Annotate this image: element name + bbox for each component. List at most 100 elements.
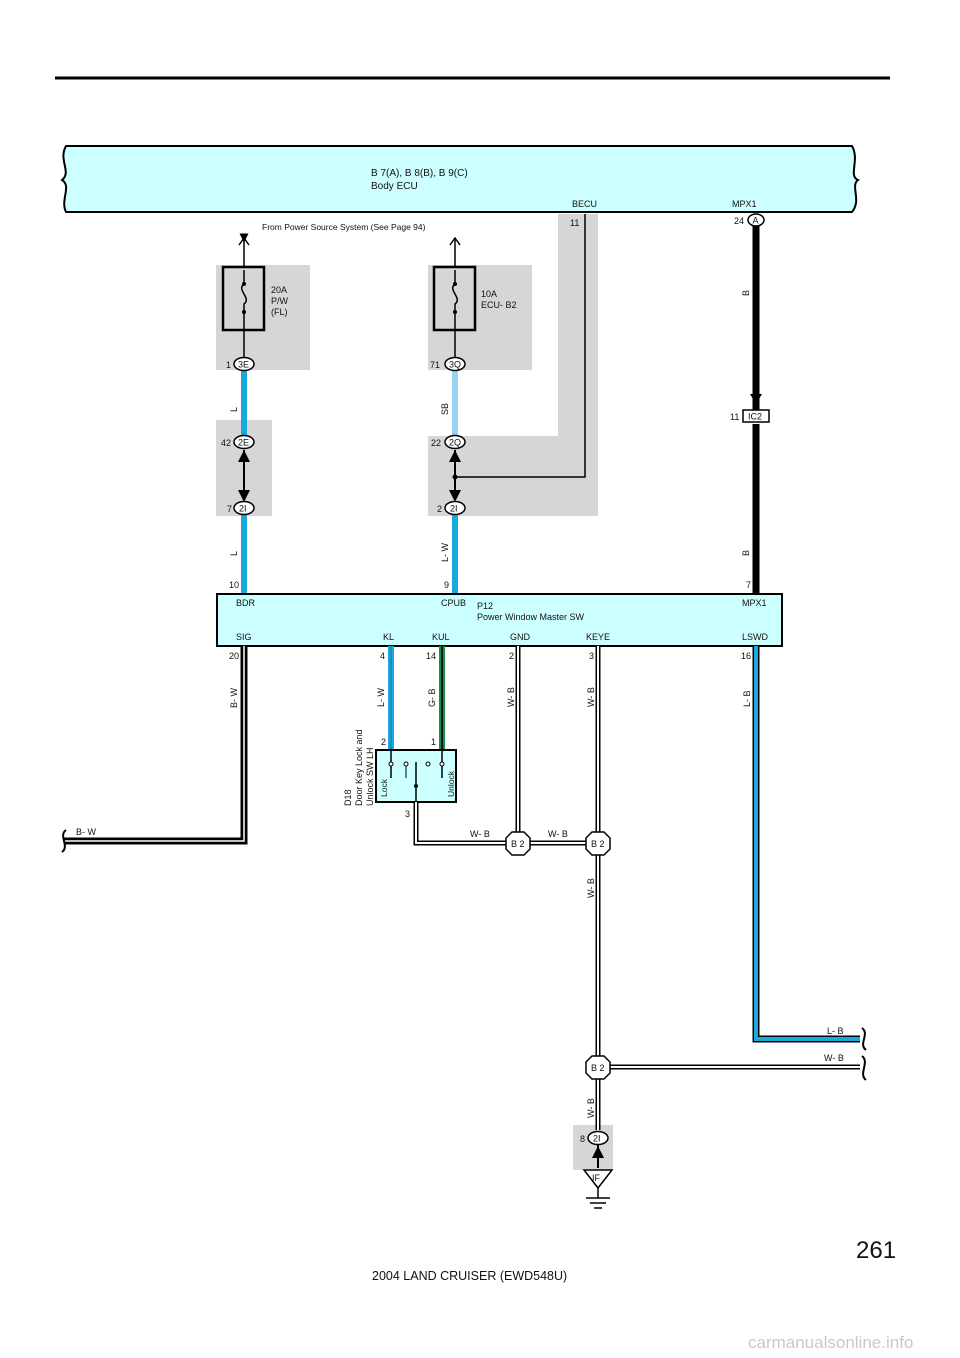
wire-becu — [455, 214, 586, 478]
ground-point-b2-right: B 2 — [585, 831, 611, 856]
pin-2i-left: 7 — [227, 504, 232, 514]
wire-label-b-upper: B — [741, 290, 751, 296]
fuse-right-name: ECU- B2 — [481, 300, 517, 310]
pin-keye: 3 — [589, 651, 594, 661]
wire-label-wb-sw: W- B — [470, 829, 490, 839]
wire-label-lw-lower: L- W — [376, 687, 386, 707]
door-switch-pin-3: 3 — [405, 809, 410, 819]
pin-lswd: 16 — [741, 651, 751, 661]
door-switch-pin-2: 2 — [381, 737, 386, 747]
connector-2q: 2Q — [444, 434, 466, 450]
wire-label-wb-end: W- B — [824, 1053, 844, 1063]
svg-text:3Q: 3Q — [449, 360, 461, 370]
terminal-keye: KEYE — [586, 632, 610, 642]
wire-label-bw: B- W — [229, 687, 239, 708]
terminal-gnd: GND — [510, 632, 531, 642]
ground-point-b2-bottom: B 2 — [585, 1055, 611, 1080]
master-switch-code: P12 — [477, 601, 493, 611]
terminal-sig: SIG — [236, 632, 252, 642]
pin-kul: 14 — [426, 651, 436, 661]
wire-end-bw — [61, 829, 67, 853]
fuse-right: 10A ECU- B2 — [432, 236, 517, 358]
svg-text:B 2: B 2 — [591, 839, 605, 849]
pin-2q: 22 — [431, 438, 441, 448]
body-ecu: B 7(A), B 8(B), B 9(C) Body ECU BECU MPX… — [60, 145, 861, 213]
terminal-cpub: CPUB — [441, 598, 466, 608]
terminal-mpx1-sw: MPX1 — [742, 598, 767, 608]
body-ecu-title-1: B 7(A), B 8(B), B 9(C) — [371, 168, 468, 179]
svg-text:2E: 2E — [238, 438, 249, 448]
body-ecu-box — [60, 145, 861, 213]
pin-3e: 1 — [226, 360, 231, 370]
connector-3q: 3Q — [444, 356, 466, 372]
wire-lb — [752, 646, 860, 1043]
door-switch-name-2: Unlock SW LH — [365, 747, 375, 806]
wire-label-lw-upper: L- W — [440, 542, 450, 562]
wire-label-bw-end: B- W — [76, 827, 97, 837]
wire-bw — [64, 646, 248, 845]
door-switch-pin-1: 1 — [431, 737, 436, 747]
ground-point-b2-left: B 2 — [505, 831, 531, 856]
master-switch-name: Power Window Master SW — [477, 612, 585, 622]
master-switch: P12 Power Window Master SW BDR CPUB MPX1… — [216, 593, 783, 647]
wire-label-b-lower: B — [741, 550, 751, 556]
fuse-left-pos: (FL) — [271, 307, 288, 317]
connector-3e: 3E — [233, 356, 255, 372]
pin-sig: 20 — [229, 651, 239, 661]
wire-label-wb-mid: W- B — [548, 829, 568, 839]
wire-wb-group — [413, 646, 860, 1130]
pin-bdr: 10 — [229, 580, 239, 590]
terminal-becu: BECU — [572, 199, 597, 209]
svg-text:2I: 2I — [450, 504, 458, 514]
pin-cpub: 9 — [444, 580, 449, 590]
connector-a: A — [747, 213, 765, 227]
svg-text:IC2: IC2 — [748, 412, 762, 422]
svg-text:2I: 2I — [593, 1134, 601, 1144]
terminal-kul: KUL — [432, 632, 450, 642]
wire-label-sb: SB — [440, 403, 450, 415]
pin-becu: 11 — [570, 218, 579, 228]
pin-ic2: 11 — [730, 412, 739, 422]
terminal-mpx1-ecu: MPX1 — [732, 199, 757, 209]
door-switch-name-1: Door Key Lock and — [354, 729, 364, 806]
pin-2i-mid: 2 — [437, 504, 442, 514]
ground-if: IF — [582, 1169, 614, 1209]
wire-label-l-upper: L — [229, 407, 239, 412]
pin-3q: 71 — [430, 360, 440, 370]
door-switch-code: D18 — [343, 789, 353, 806]
footer-title: 2004 LAND CRUISER (EWD548U) — [372, 1269, 567, 1283]
wire-label-gb: G- B — [427, 688, 437, 707]
shade-fuse-right — [428, 265, 532, 370]
svg-text:2I: 2I — [239, 504, 247, 514]
terminal-kl: KL — [383, 632, 394, 642]
wire-label-wb-keye: W- B — [586, 687, 596, 707]
svg-text:3E: 3E — [238, 360, 249, 370]
power-source-note: From Power Source System (See Page 94) — [262, 222, 426, 232]
terminal-bdr: BDR — [236, 598, 256, 608]
switch-lock-label: Lock — [379, 778, 389, 797]
connector-2i-left: 2I — [233, 500, 255, 516]
connector-ic2: IC2 — [742, 409, 770, 423]
svg-text:B 2: B 2 — [591, 1063, 605, 1073]
fuse-left-name: P/W — [271, 296, 289, 306]
watermark: carmanualsonline.info — [748, 1333, 913, 1352]
page-number: 261 — [856, 1237, 896, 1264]
svg-text:A: A — [753, 216, 759, 226]
wire-label-wb-ground: W- B — [586, 1098, 596, 1118]
master-switch-box — [216, 593, 783, 647]
wire-label-l-lower: L — [229, 551, 239, 556]
wire-label-wb-down: W- B — [586, 878, 596, 898]
wire-end-right-2 — [861, 1055, 867, 1081]
svg-text:B 2: B 2 — [511, 839, 525, 849]
connector-2i-mid: 2I — [444, 500, 466, 516]
wire-label-lb-end: L- B — [827, 1026, 844, 1036]
terminal-lswd: LSWD — [742, 632, 769, 642]
pin-kl: 4 — [380, 651, 385, 661]
connector-2i-bottom: 2I — [587, 1130, 609, 1146]
fuse-left-amp: 20A — [271, 285, 287, 295]
body-ecu-title-2: Body ECU — [371, 181, 418, 192]
pin-2e: 42 — [221, 438, 231, 448]
fuse-left: 20A P/W (FL) — [221, 233, 289, 358]
pin-mpx1-ecu: 24 — [734, 216, 744, 226]
